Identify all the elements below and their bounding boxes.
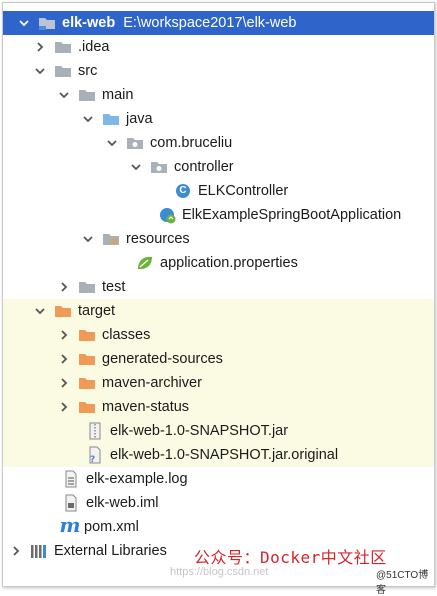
folder-icon xyxy=(53,38,73,56)
tree-row-controller[interactable]: controller xyxy=(3,155,434,179)
tree-row-root[interactable]: elk-web E:\workspace2017\elk-web xyxy=(3,11,434,35)
chevron-right-icon[interactable] xyxy=(9,544,23,558)
tree-row-iml[interactable]: elk-web.iml xyxy=(3,491,434,515)
tree-row-application[interactable]: ElkExampleSpringBootApplication xyxy=(3,203,434,227)
project-tree-panel: elk-web E:\workspace2017\elk-web .idea s… xyxy=(2,2,435,587)
package-icon xyxy=(149,158,169,176)
chevron-right-icon[interactable] xyxy=(57,376,71,390)
tree-row-generated-sources[interactable]: generated-sources xyxy=(3,347,434,371)
tree-label: src xyxy=(78,63,98,79)
tree-row-resources[interactable]: resources xyxy=(3,227,434,251)
tree-label: elk-web.iml xyxy=(86,495,159,511)
tree-label: elk-web-1.0-SNAPSHOT.jar xyxy=(110,423,289,439)
excluded-folder-icon xyxy=(77,398,97,416)
tree-label: .idea xyxy=(78,39,110,55)
tree-row-test[interactable]: test xyxy=(3,275,434,299)
tree-row-jar-original[interactable]: ? elk-web-1.0-SNAPSHOT.jar.original xyxy=(3,443,434,467)
tree-label: resources xyxy=(126,231,190,247)
tree-label: main xyxy=(102,87,134,103)
folder-icon xyxy=(77,278,97,296)
tree-row-java[interactable]: java xyxy=(3,107,434,131)
chevron-down-icon[interactable] xyxy=(129,160,143,174)
chevron-down-icon[interactable] xyxy=(105,136,119,150)
unknown-file-icon: ? xyxy=(85,446,105,464)
folder-icon xyxy=(77,86,97,104)
chevron-down-icon[interactable] xyxy=(33,304,47,318)
chevron-down-icon[interactable] xyxy=(17,16,31,30)
chevron-down-icon[interactable] xyxy=(81,232,95,246)
maven-icon-letter: m xyxy=(59,513,81,537)
tree-label: com.bruceliu xyxy=(150,135,233,151)
tree-row-external-libraries[interactable]: External Libraries xyxy=(3,539,434,563)
class-icon: C xyxy=(173,182,193,200)
watermark-faint: https://blog.csdn.net xyxy=(170,566,269,578)
tree-row-properties[interactable]: application.properties xyxy=(3,251,434,275)
tree-row-target[interactable]: target xyxy=(3,299,434,323)
svg-text:?: ? xyxy=(90,455,95,464)
tree-label: java xyxy=(126,111,153,127)
tree-label: application.properties xyxy=(160,255,298,271)
maven-icon: m xyxy=(59,514,80,536)
root-label: elk-web xyxy=(62,15,116,31)
excluded-folder-icon xyxy=(77,326,97,344)
class-icon-letter: C xyxy=(179,185,187,196)
tree-label: External Libraries xyxy=(54,543,167,559)
tree-row-maven-status[interactable]: maven-status xyxy=(3,395,434,419)
tree-row-src[interactable]: src xyxy=(3,59,434,83)
tree-label: ElkExampleSpringBootApplication xyxy=(182,207,402,223)
chevron-right-icon[interactable] xyxy=(57,400,71,414)
tree-row-elkcontroller[interactable]: C ELKController xyxy=(3,179,434,203)
resources-folder-icon xyxy=(101,230,121,248)
tree-label: elk-web-1.0-SNAPSHOT.jar.original xyxy=(110,447,339,463)
chevron-right-icon[interactable] xyxy=(57,280,71,294)
tree-row-package[interactable]: com.bruceliu xyxy=(3,131,434,155)
tree-row-main[interactable]: main xyxy=(3,83,434,107)
tree-label: controller xyxy=(174,159,234,175)
tree-label: generated-sources xyxy=(102,351,223,367)
tree-row-classes[interactable]: classes xyxy=(3,323,434,347)
tree-label: classes xyxy=(102,327,151,343)
excluded-folder-icon xyxy=(53,302,73,320)
module-file-icon xyxy=(61,494,81,512)
root-path: E:\workspace2017\elk-web xyxy=(123,15,297,31)
tree-label: ELKController xyxy=(198,183,289,199)
source-folder-icon xyxy=(101,110,121,128)
tree-label: elk-example.log xyxy=(86,471,188,487)
tree-label: test xyxy=(102,279,126,295)
tree-row-log[interactable]: elk-example.log xyxy=(3,467,434,491)
tree-row-maven-archiver[interactable]: maven-archiver xyxy=(3,371,434,395)
package-icon xyxy=(125,134,145,152)
excluded-folder-icon xyxy=(77,374,97,392)
tree-row-idea[interactable]: .idea xyxy=(3,35,434,59)
excluded-folder-icon xyxy=(77,350,97,368)
module-folder-icon xyxy=(37,14,57,32)
chevron-right-icon[interactable] xyxy=(57,352,71,366)
tree-row-jar[interactable]: elk-web-1.0-SNAPSHOT.jar xyxy=(3,419,434,443)
tree-label: maven-archiver xyxy=(102,375,202,391)
tree-row-pom[interactable]: m pom.xml xyxy=(3,514,434,539)
library-icon xyxy=(29,542,49,560)
chevron-right-icon[interactable] xyxy=(33,40,47,54)
tree-label: pom.xml xyxy=(84,519,139,535)
text-file-icon xyxy=(61,470,81,488)
chevron-down-icon[interactable] xyxy=(57,88,71,102)
folder-icon xyxy=(53,62,73,80)
chevron-right-icon[interactable] xyxy=(57,328,71,342)
spring-leaf-icon xyxy=(135,254,155,272)
watermark-small: @51CTO博客 xyxy=(376,570,429,596)
watermark-text: 公众号：Docker中文社区 xyxy=(194,548,387,567)
tree-label: maven-status xyxy=(102,399,190,415)
archive-icon xyxy=(85,422,105,440)
chevron-down-icon[interactable] xyxy=(33,64,47,78)
chevron-down-icon[interactable] xyxy=(81,112,95,126)
spring-boot-class-icon xyxy=(157,206,177,224)
tree-label: target xyxy=(78,303,116,319)
